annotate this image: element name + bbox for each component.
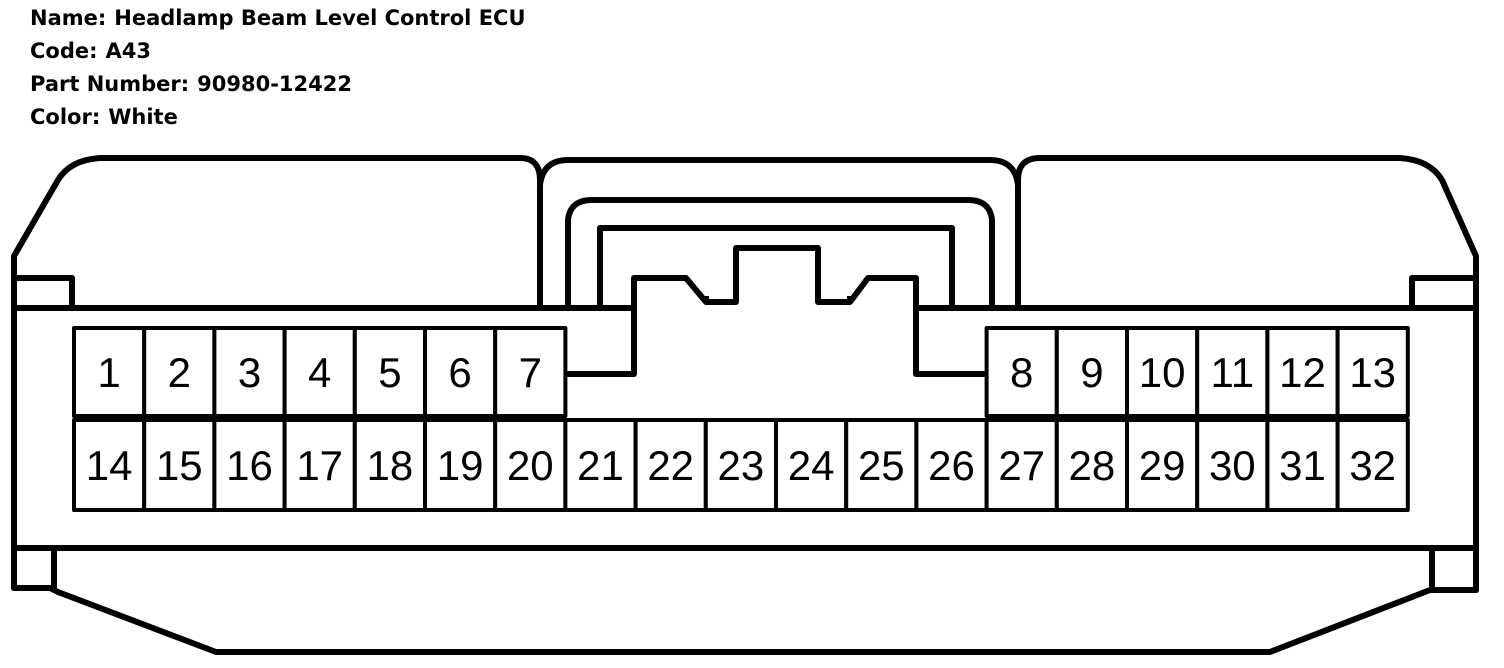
left-bottom-tab [11, 545, 57, 591]
connector-name-label: Name: [30, 6, 107, 30]
connector-color-label: Color: [30, 105, 101, 129]
right-top-tab [1409, 275, 1479, 311]
housing-outline [11, 155, 543, 311]
pin-cell-30 [1195, 418, 1270, 512]
pin-cell-19 [423, 418, 498, 512]
pin-label-16: 16 [226, 442, 273, 489]
pin-label-25: 25 [858, 442, 905, 489]
pin-label-29: 29 [1139, 442, 1186, 489]
part-number-row: Part Number: 90980-12422 [30, 74, 352, 95]
pin-cell-22 [633, 418, 708, 512]
connector-name: Headlamp Beam Level Control ECU [114, 6, 526, 30]
housing-top-bridge [537, 157, 1021, 308]
pin-cell-23 [703, 418, 778, 512]
pin-label-6: 6 [448, 349, 471, 396]
pin-label-15: 15 [156, 442, 203, 489]
pin-cell-1 [72, 326, 147, 418]
pin-cell-5 [352, 326, 427, 418]
pin-cell-20 [493, 418, 568, 512]
pin-label-24: 24 [788, 442, 835, 489]
part-number-label: Part Number: [30, 72, 190, 96]
lock-latch [566, 245, 990, 377]
pin-label-18: 18 [367, 442, 414, 489]
pin-label-1: 1 [97, 349, 120, 396]
pin-label-3: 3 [238, 349, 261, 396]
pin-cell-7 [493, 326, 568, 418]
lock-arch-inner [565, 197, 995, 308]
pin-label-19: 19 [437, 442, 484, 489]
pin-cell-31 [1265, 418, 1340, 512]
left-top-tab [11, 275, 75, 311]
pin-label-9: 9 [1080, 349, 1103, 396]
pin-label-21: 21 [577, 442, 624, 489]
connector-name-row: Name: Headlamp Beam Level Control ECU [30, 8, 526, 29]
pin-label-26: 26 [928, 442, 975, 489]
pin-cell-24 [774, 418, 849, 512]
pin-label-4: 4 [308, 349, 331, 396]
pin-label-31: 31 [1279, 442, 1326, 489]
housing-outline-right [1015, 155, 1479, 311]
pin-label-30: 30 [1209, 442, 1256, 489]
pin-cell-16 [212, 418, 287, 512]
pin-label-32: 32 [1349, 442, 1396, 489]
pin-cell-8 [984, 326, 1059, 418]
pin-label-2: 2 [168, 349, 191, 396]
connector-color-row: Color: White [30, 107, 178, 128]
pin-label-14: 14 [86, 442, 133, 489]
part-number: 90980-12422 [197, 72, 352, 96]
pin-cell-14 [72, 418, 147, 512]
pin-cell-13 [1335, 326, 1410, 418]
pin-label-8: 8 [1010, 349, 1033, 396]
pin-label-13: 13 [1349, 349, 1396, 396]
right-bottom-tab [1429, 545, 1479, 593]
pin-label-12: 12 [1279, 349, 1326, 396]
pin-label-27: 27 [998, 442, 1045, 489]
connector-code: A43 [105, 39, 151, 63]
pin-cell-6 [423, 326, 498, 418]
pin-label-22: 22 [647, 442, 694, 489]
pin-label-20: 20 [507, 442, 554, 489]
bottom-skirt [11, 545, 1479, 655]
connector-code-row: Code: A43 [30, 41, 151, 62]
pin-label-5: 5 [378, 349, 401, 396]
pin-label-11: 11 [1210, 349, 1254, 396]
pin-label-10: 10 [1139, 349, 1186, 396]
lock-latch-gap [703, 296, 853, 302]
pin-label-23: 23 [718, 442, 765, 489]
pin-label-28: 28 [1069, 442, 1116, 489]
pin-cell-17 [282, 418, 357, 512]
pin-label-17: 17 [296, 442, 343, 489]
connector-color: White [108, 105, 178, 129]
pin-cell-32 [1335, 418, 1410, 512]
connector-code-label: Code: [30, 39, 98, 63]
pin-label-7: 7 [519, 349, 542, 396]
pin-cell-25 [844, 418, 919, 512]
